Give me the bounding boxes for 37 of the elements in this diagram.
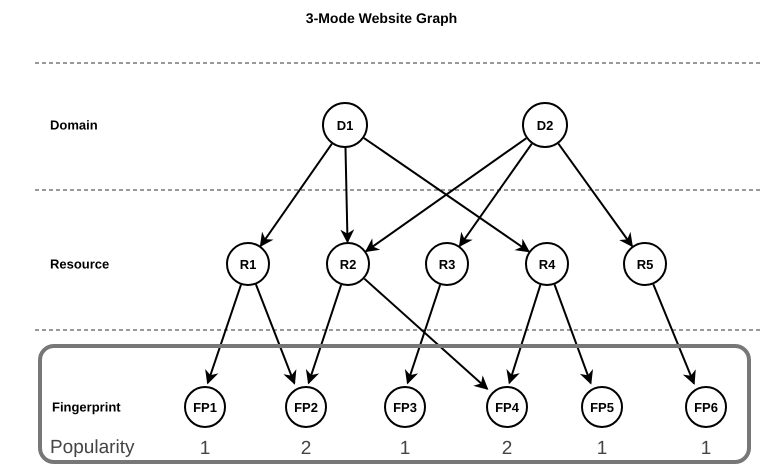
arrow (205, 284, 242, 384)
node-circle: FP1 (184, 386, 226, 428)
row-label: Resource (50, 256, 110, 272)
popularity-value: 1 (596, 438, 608, 460)
group-frame (38, 344, 751, 464)
arrow (558, 143, 633, 248)
arrow (404, 284, 442, 384)
popularity-value: 2 (500, 438, 514, 460)
node-circle: FP5 (581, 386, 623, 428)
node-circle: R1 (226, 242, 270, 286)
row-label: Domain (50, 118, 98, 132)
node-circle: FP2 (285, 386, 327, 428)
node-circle: R2 (326, 242, 370, 286)
arrow (458, 143, 533, 248)
diagram-title: 3-Mode Website Graph (304, 10, 458, 26)
node-circle: FP6 (685, 386, 727, 428)
popularity-value: 1 (198, 438, 212, 460)
row-label: Fingerprint (52, 400, 121, 414)
node-circle: R4 (525, 242, 569, 286)
arrow (340, 148, 354, 244)
node-circle: FP3 (384, 386, 426, 428)
arrow (255, 284, 296, 385)
node-circle: D2 (522, 102, 568, 148)
node-circle: R5 (623, 242, 667, 286)
arrow (260, 143, 333, 248)
popularity-value: 2 (300, 438, 312, 460)
node-circle: R3 (425, 242, 469, 286)
arrow (506, 284, 542, 384)
row-label: Popularity (50, 437, 134, 459)
popularity-value: 1 (398, 438, 412, 460)
arrow (652, 284, 696, 385)
node-circle: D1 (322, 102, 368, 148)
arrow (306, 284, 342, 384)
arrow (364, 278, 488, 390)
popularity-value: 1 (700, 438, 712, 460)
node-circle: FP4 (486, 386, 528, 428)
arrow (554, 284, 593, 385)
